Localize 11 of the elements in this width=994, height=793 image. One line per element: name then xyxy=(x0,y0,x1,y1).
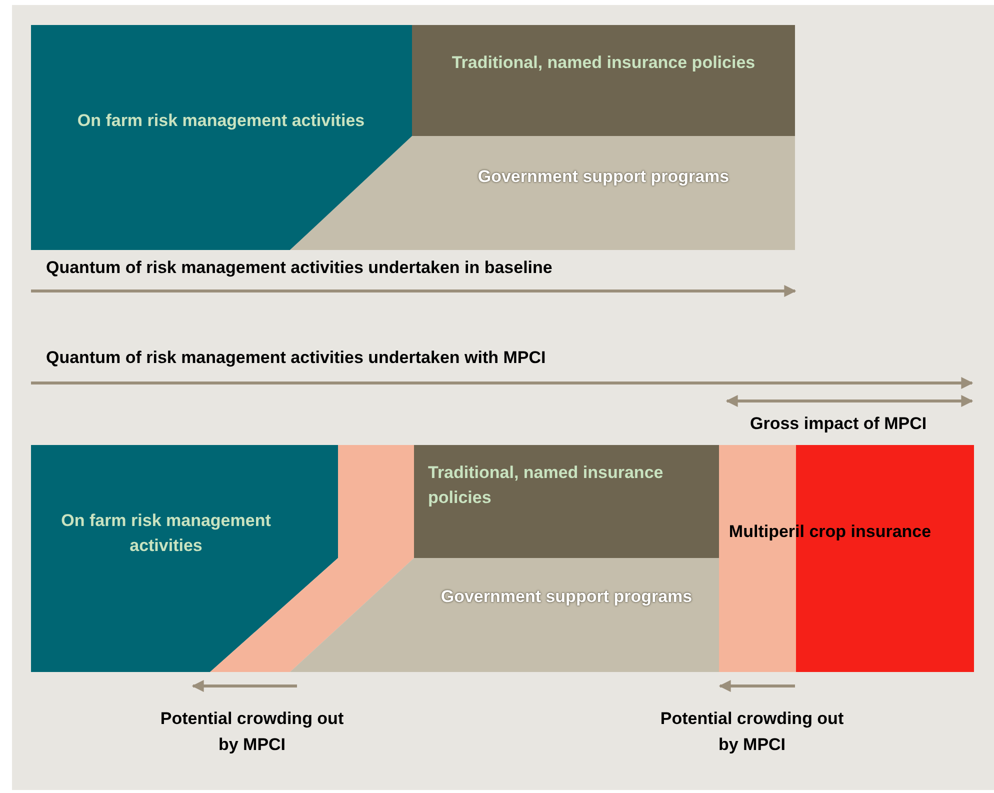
axis-caption: Quantum of risk management activities undertaken with MPCI xyxy=(46,347,546,369)
axis-caption: Potential crowding out by MPCI xyxy=(159,708,345,756)
region-label: Government support programs xyxy=(476,166,730,188)
axis-caption: Gross impact of MPCI xyxy=(750,413,927,435)
region-label: On farm risk management activities xyxy=(76,110,366,132)
axis-caption: Quantum of risk management activities undertaken in baseline xyxy=(46,257,552,279)
region-label: On farm risk management activities xyxy=(60,510,272,557)
region-label: Government support programs xyxy=(440,586,694,608)
axis-caption: Potential crowding out by MPCI xyxy=(659,708,845,756)
region-label: Traditional, named insurance policies xyxy=(428,462,664,509)
region-label: Traditional, named insurance policies xyxy=(450,52,756,74)
